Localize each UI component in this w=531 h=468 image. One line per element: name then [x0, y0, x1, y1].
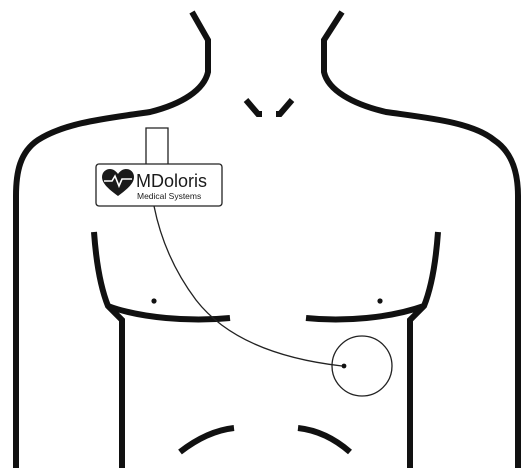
- left-nipple-dot: [151, 298, 156, 303]
- left-neck-shoulder-outline: [16, 12, 208, 468]
- sternal-notch-right-mark: [276, 100, 292, 114]
- left-rib-arc: [180, 428, 234, 452]
- sensor-cable: [154, 206, 342, 366]
- left-arm-inner-outline: [94, 232, 122, 468]
- sensor-tab: [146, 128, 168, 164]
- right-neck-shoulder-outline: [324, 12, 518, 468]
- right-arm-inner-outline: [410, 232, 438, 468]
- right-rib-arc: [298, 428, 350, 452]
- brand-tagline: Medical Systems: [137, 191, 201, 201]
- brand-name: MDoloris: [136, 171, 207, 191]
- sternal-notch-left-mark: [246, 100, 262, 114]
- right-nipple-dot: [377, 298, 382, 303]
- heart-logo-icon: [102, 169, 134, 196]
- right-pectoral-line: [306, 306, 424, 320]
- electrode-center-dot: [342, 364, 347, 369]
